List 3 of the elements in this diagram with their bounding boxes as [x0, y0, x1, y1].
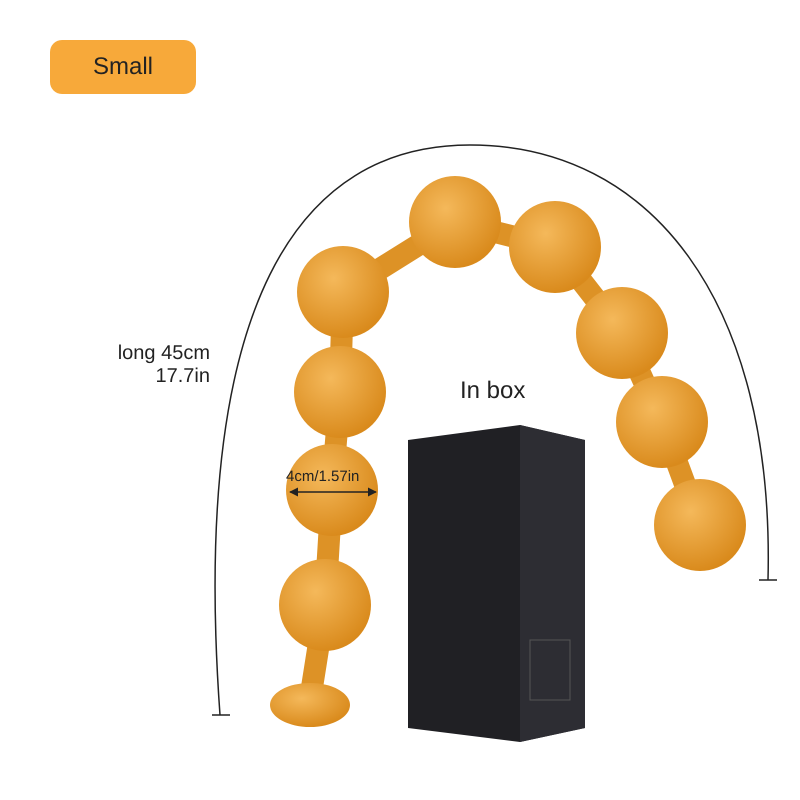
box-caption: In box — [460, 377, 526, 405]
length-label: long 45cm 17.7in — [116, 342, 210, 388]
size-badge: Small — [50, 40, 196, 94]
